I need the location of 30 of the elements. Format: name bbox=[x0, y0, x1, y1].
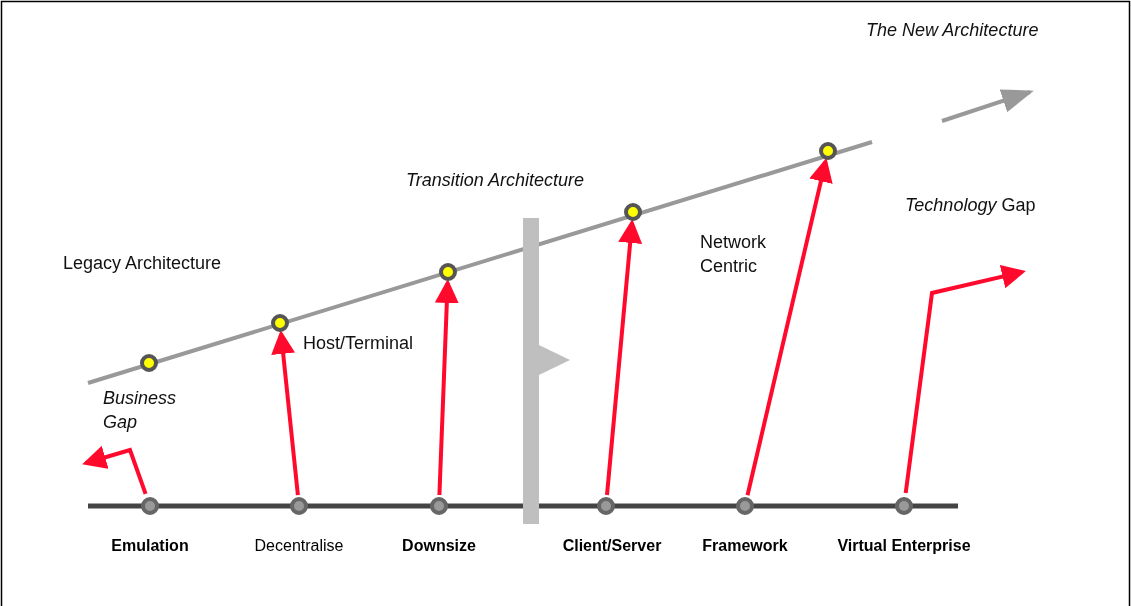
arrow bbox=[434, 279, 459, 496]
arrow bbox=[271, 329, 300, 496]
stage-label: Client/Server bbox=[562, 537, 662, 555]
heading-text: The New Architecture bbox=[866, 19, 1039, 42]
stage-dot bbox=[430, 497, 448, 515]
arrow bbox=[903, 264, 1026, 494]
gap-label: Business Gap bbox=[103, 387, 178, 434]
stage-dot bbox=[597, 497, 615, 515]
stage-label: Decentralise bbox=[254, 537, 344, 555]
architecture-label: Host/Terminal bbox=[303, 332, 414, 355]
arrow bbox=[745, 157, 833, 496]
gap-label: Technology Gap bbox=[905, 194, 1036, 217]
stage-dot bbox=[895, 497, 913, 515]
milestone-dot bbox=[271, 314, 289, 332]
milestone-dot bbox=[439, 263, 457, 281]
stage-label: Framework bbox=[702, 537, 788, 555]
stage-label: Emulation bbox=[111, 537, 189, 555]
stage-label: Virtual Enterprise bbox=[837, 537, 971, 555]
milestone-dot bbox=[140, 354, 158, 372]
stage-dot bbox=[736, 497, 754, 515]
stage-label: Downsize bbox=[402, 537, 476, 555]
milestone-dot bbox=[819, 142, 837, 160]
heading-text: Transition Architecture bbox=[406, 169, 585, 192]
milestone-dot bbox=[624, 203, 642, 221]
stage-dot bbox=[141, 497, 159, 515]
arrow bbox=[82, 445, 148, 495]
stage-dot bbox=[290, 497, 308, 515]
architecture-label: Network Centric bbox=[700, 231, 767, 278]
architecture-label: Legacy Architecture bbox=[63, 252, 222, 275]
arrow bbox=[605, 219, 643, 496]
